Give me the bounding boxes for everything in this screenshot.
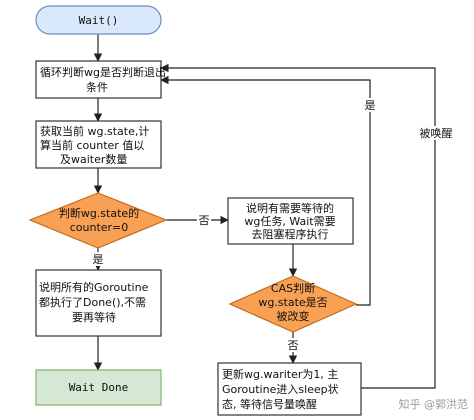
node-start: Wait() [35,5,162,35]
node-end: Wait Done [35,369,162,406]
edge-update-woken-loop [160,63,436,389]
update-process-shape [217,362,362,416]
edges [93,34,436,389]
fetch-line-2: 算当前 counter 值以 [40,138,144,152]
update-line-1: 更新wg.wariter为1, 主 [222,367,338,381]
cas-check-line-2: wg.state是否 [258,296,327,309]
fetch-line-1: 获取当前 wg.state,计 [40,124,149,138]
cas-check-line-1: CAS判断 [271,281,315,295]
need-wait-line-1: 说明有需要等待的 [246,201,334,215]
cas-check-line-3: 被改变 [277,309,310,323]
node-need-wait: 说明有需要等待的 wg任务, Wait需要 去阻塞程序执行 [227,197,354,245]
label-bg-woken [417,126,455,140]
start-label: Wait() [79,14,119,27]
fetch-line-3: 及waiter数量 [60,153,127,166]
node-check-counter: 判断wg.state的 counter=0 [28,192,168,249]
watermark-text: 知乎 @郭洪范 [399,397,469,411]
label-bg-yes-cas [363,98,377,112]
edge-label-woken: 被唤醒 [420,126,453,140]
update-line-2: Goroutine进入sleep状 [222,382,339,396]
start-terminal-shape [35,5,162,35]
edge-label-yes-cas: 是 [365,99,376,112]
all-done-line-1: 说明所有的Goroutine [39,280,149,294]
edge-label-no-cas: 否 [288,339,299,352]
all-done-line-2: 都执行了Done(),不需 [39,295,146,309]
node-all-done: 说明所有的Goroutine 都执行了Done(),不需 要再等待 [35,269,162,337]
loop-process-shape [35,60,162,99]
check-counter-line-1: 判断wg.state的 [59,206,139,220]
all-done-line-3: 要再等待 [72,310,116,324]
all-done-process-shape [35,269,162,337]
end-label: Wait Done [69,381,129,394]
node-update: 更新wg.wariter为1, 主 Goroutine进入sleep状 态, 等… [217,362,362,416]
edge-label-no-counter: 否 [199,214,210,227]
node-fetch: 获取当前 wg.state,计 算当前 counter 值以 及waiter数量 [35,120,162,169]
label-bg-no-cas [286,338,300,352]
need-wait-line-2: wg任务, Wait需要 [244,215,335,228]
label-bg-no-counter [197,213,211,227]
end-terminal-shape [35,369,162,406]
need-wait-line-3: 去阻塞程序执行 [252,227,329,241]
check-counter-line-2: counter=0 [70,221,129,234]
cas-check-decision-shape [228,275,358,333]
fetch-process-shape [35,120,162,169]
need-wait-process-shape [227,197,354,245]
node-loop: 循环判断wg是否判断退出 条件 [35,60,166,99]
loop-line-2: 条件 [86,80,108,94]
update-line-3: 态, 等待信号量唤醒 [222,397,317,411]
edge-cas-yes-loop [160,75,371,306]
label-bg-yes-counter [91,252,105,266]
check-counter-decision-shape [28,192,168,249]
node-cas-check: CAS判断 wg.state是否 被改变 [228,275,358,333]
edge-label-yes-counter: 是 [93,253,104,266]
loop-line-1: 循环判断wg是否判断退出 [40,65,166,79]
